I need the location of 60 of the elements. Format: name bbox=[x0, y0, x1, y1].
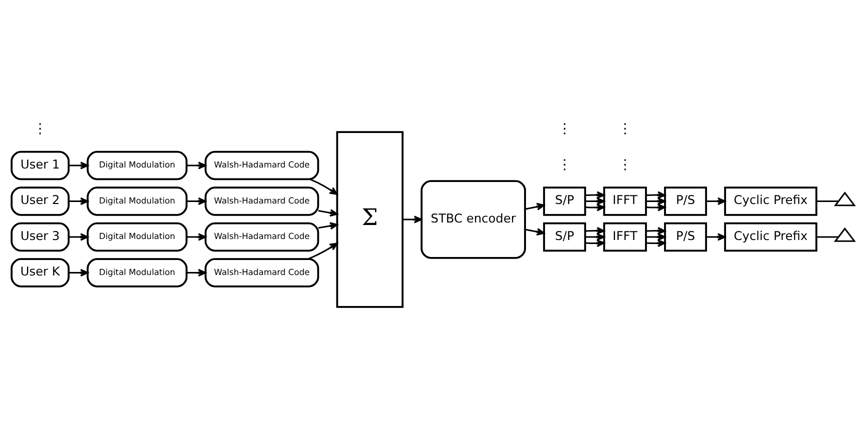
node-box: Cyclic Prefix bbox=[724, 222, 818, 252]
node-box: S/P bbox=[543, 222, 586, 252]
arrow bbox=[585, 203, 605, 211]
connector bbox=[816, 236, 838, 238]
node-box: User 2 bbox=[10, 186, 70, 216]
node-box: S/P bbox=[543, 186, 586, 216]
arrow bbox=[646, 203, 666, 211]
label: ⋮ bbox=[618, 120, 632, 137]
arrow bbox=[68, 196, 88, 205]
arrow bbox=[186, 196, 206, 205]
node-box: Digital Modulation bbox=[86, 258, 188, 287]
arrow bbox=[186, 268, 206, 276]
node-box: IFFT bbox=[603, 186, 647, 216]
node-box: Walsh-Hadamard Code bbox=[204, 186, 320, 216]
arrow bbox=[706, 232, 726, 240]
label: ⋮ bbox=[618, 156, 632, 172]
node-box: User K bbox=[10, 258, 70, 287]
label: ⋮ bbox=[558, 120, 572, 137]
arrow bbox=[585, 232, 605, 240]
arrow bbox=[186, 232, 206, 240]
arrow bbox=[585, 196, 605, 205]
node-box: Walsh-Hadamard Code bbox=[204, 222, 320, 252]
node-box: Digital Modulation bbox=[86, 186, 188, 216]
arrow bbox=[525, 228, 545, 236]
arrow bbox=[318, 208, 338, 216]
arrow bbox=[646, 190, 666, 198]
arrow bbox=[308, 242, 338, 260]
node-box: P/S bbox=[664, 222, 707, 252]
arrow bbox=[646, 196, 666, 205]
connector bbox=[816, 200, 838, 202]
node-triangle bbox=[834, 226, 856, 242]
arrow bbox=[310, 178, 338, 194]
node-box: User 3 bbox=[10, 222, 70, 252]
node-box: Digital Modulation bbox=[86, 150, 188, 180]
node-box: User 1 bbox=[10, 150, 70, 180]
arrow bbox=[402, 215, 422, 223]
label: ⋮ bbox=[33, 120, 47, 137]
arrow bbox=[68, 268, 88, 276]
node-box: IFFT bbox=[603, 222, 647, 252]
node-box: Σ bbox=[336, 130, 404, 308]
arrow bbox=[585, 190, 605, 198]
node-box: Walsh-Hadamard Code bbox=[204, 150, 320, 180]
arrow bbox=[68, 232, 88, 240]
node-box: STBC encoder bbox=[420, 180, 526, 258]
arrow bbox=[525, 202, 545, 210]
arrow bbox=[585, 226, 605, 234]
node-box: Digital Modulation bbox=[86, 222, 188, 252]
arrow bbox=[186, 161, 206, 169]
label: ⋮ bbox=[558, 156, 572, 172]
arrow bbox=[646, 226, 666, 234]
arrow bbox=[646, 238, 666, 247]
arrow bbox=[318, 222, 338, 230]
arrow bbox=[585, 238, 605, 247]
arrow bbox=[646, 232, 666, 240]
node-box: P/S bbox=[664, 186, 707, 216]
node-box: Cyclic Prefix bbox=[724, 186, 818, 216]
node-triangle bbox=[834, 191, 856, 206]
arrow bbox=[706, 196, 726, 205]
node-box: Walsh-Hadamard Code bbox=[204, 258, 320, 287]
arrow bbox=[68, 161, 88, 169]
